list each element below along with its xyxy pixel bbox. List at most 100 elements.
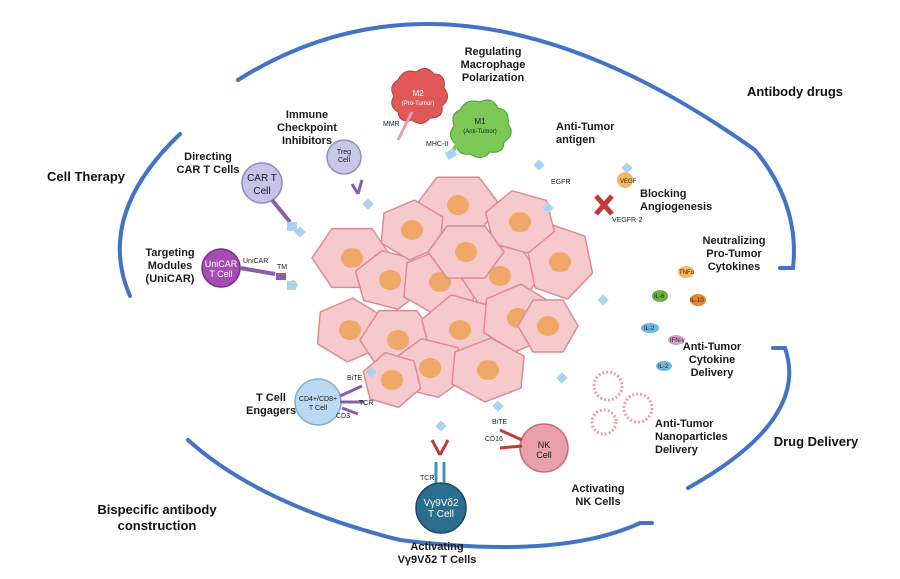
m2-sublabel: (Pro-Tumor) xyxy=(402,101,434,107)
tumor-cell-nucleus xyxy=(339,320,361,340)
cd4cd8-label-b: T Cell xyxy=(308,405,328,412)
m1-sublabel: (Anti-Tumor) xyxy=(463,129,496,135)
angiogenesis-block xyxy=(594,194,614,216)
car-receptor xyxy=(270,198,292,224)
cd3-label: CD3 xyxy=(336,413,350,420)
tumor-cell-nucleus xyxy=(387,330,409,350)
arc-drug-delivery xyxy=(686,346,792,490)
antibody-molecule xyxy=(621,162,633,174)
egfr-label: EGFR xyxy=(551,179,570,186)
treg-cell xyxy=(326,139,362,175)
nk-cd16 xyxy=(499,428,523,450)
vegf-molecule xyxy=(617,172,633,188)
tumor-cell-nucleus xyxy=(419,358,441,378)
il2a-label: IL-2 xyxy=(644,326,655,332)
il6-label: IL-6 xyxy=(654,294,665,300)
il2-molecule-a xyxy=(641,323,659,333)
tumor-cell-nucleus xyxy=(489,266,511,286)
arc-bispecific xyxy=(186,438,654,549)
tumor-cell-nucleus xyxy=(381,370,403,390)
tcr1-label: TCR xyxy=(359,400,373,407)
label-vg: Activating Vγ9Vδ2 T Cells xyxy=(397,541,477,566)
antibody-molecule xyxy=(542,202,554,214)
tm-label: TM xyxy=(277,264,287,271)
tumor-cell-nucleus xyxy=(549,252,571,272)
m2-label: M2 xyxy=(412,89,424,98)
tumor-cell-nucleus xyxy=(447,195,469,215)
cd16-label: CD16 xyxy=(485,436,503,443)
unicar-tm xyxy=(276,273,286,280)
car-t-cell xyxy=(241,162,283,204)
tumor-cell xyxy=(484,190,556,254)
category-antibody-drugs: Antibody drugs xyxy=(746,84,844,99)
bite1-label: BiTE xyxy=(347,375,363,382)
tumor-cell-nucleus xyxy=(477,360,499,380)
label-angiogenesis: Blocking Angiogenesis xyxy=(640,188,713,213)
tumor-cell xyxy=(380,199,444,261)
arc-cell-therapy xyxy=(117,132,182,298)
nk-cell xyxy=(519,423,569,473)
il10-label: IL-10 xyxy=(690,298,704,304)
vegfr-label: VEGFR-2 xyxy=(612,217,642,224)
tnf-label: TNFα xyxy=(679,270,695,276)
antibody-molecule xyxy=(597,294,609,306)
treg-label: Treg Cell xyxy=(336,149,352,164)
label-targeting: Targeting Modules (UniCAR) xyxy=(145,247,195,285)
nanoparticle xyxy=(622,392,654,424)
arc-antibody-drugs xyxy=(236,22,796,270)
mhc-binder xyxy=(444,148,458,160)
vg-label-a: Vγ9Vδ2 xyxy=(423,498,459,509)
label-checkpoint: Immune Checkpoint Inhibitors xyxy=(277,109,337,147)
m2-macrophage xyxy=(391,68,448,124)
treg-antibody xyxy=(350,179,364,195)
tumor-cell-nucleus xyxy=(401,220,423,240)
antibody-molecule xyxy=(287,279,299,291)
vg-label-b: T Cell xyxy=(428,509,454,520)
vg-t-cell xyxy=(415,482,467,534)
antibody-molecule xyxy=(533,159,545,171)
il2b-label: IL-2 xyxy=(658,364,669,370)
nanoparticle xyxy=(592,370,624,402)
tumor-cell-nucleus xyxy=(509,212,531,232)
il2-molecule-b xyxy=(656,361,672,371)
antibody-molecule xyxy=(435,420,447,432)
tumor-cell xyxy=(526,224,594,300)
antibody-molecule xyxy=(362,198,374,210)
category-bispecific: Bispecific antibody construction xyxy=(97,502,217,533)
bite2-label: BiTE xyxy=(492,419,508,426)
label-nk: Activating NK Cells xyxy=(571,483,625,508)
tumor-cell-nucleus xyxy=(455,242,477,262)
category-drug-delivery: Drug Delivery xyxy=(773,434,859,449)
label-car-t: Directing CAR T Cells xyxy=(176,151,240,176)
tumor-cell-nucleus xyxy=(341,248,363,268)
label-tcell-engagers: T Cell Engagers xyxy=(246,392,297,417)
label-macrophage: Regulating Macrophage Polarization xyxy=(460,46,526,84)
ifn-label: IFN-γ xyxy=(670,338,685,344)
tumor-cell-nucleus xyxy=(449,320,471,340)
cytokine-molecules xyxy=(594,172,706,371)
label-cytokine-delivery: Anti-Tumor Cytokine Delivery xyxy=(682,341,742,379)
tumor-cell-cluster xyxy=(311,176,594,409)
antibody-molecule xyxy=(294,226,306,238)
nk-cell-label: NK Cell xyxy=(536,440,552,460)
antibody-molecule xyxy=(492,400,504,412)
car-binder xyxy=(287,222,297,231)
category-cell-therapy: Cell Therapy xyxy=(46,169,126,184)
vg-tcr xyxy=(434,462,446,483)
unicar-label: UniCAR T Cell xyxy=(204,259,238,279)
mhc-label: MHC-II xyxy=(426,141,448,148)
label-cytokines: Neutralizing Pro-Tumor Cytokines xyxy=(702,235,766,273)
cd4cd8-label-a: CD4+/CD8+ xyxy=(298,396,338,403)
bite-t-cell xyxy=(339,384,364,416)
il10-molecule xyxy=(690,294,706,306)
nanoparticles xyxy=(590,370,654,436)
unicar-receptor xyxy=(239,266,276,276)
tumor-cell xyxy=(451,337,525,403)
molecule-labels: M2 (Pro-Tumor) M1 (Anti-Tumor) MMR MHC-I… xyxy=(243,89,704,482)
m1-label: M1 xyxy=(474,117,486,126)
label-nanoparticles: Anti-Tumor Nanoparticles Delivery xyxy=(655,418,728,456)
tumor-cell-nucleus xyxy=(537,316,559,336)
mmr-label: MMR xyxy=(383,121,400,128)
ifn-molecule xyxy=(668,335,684,345)
